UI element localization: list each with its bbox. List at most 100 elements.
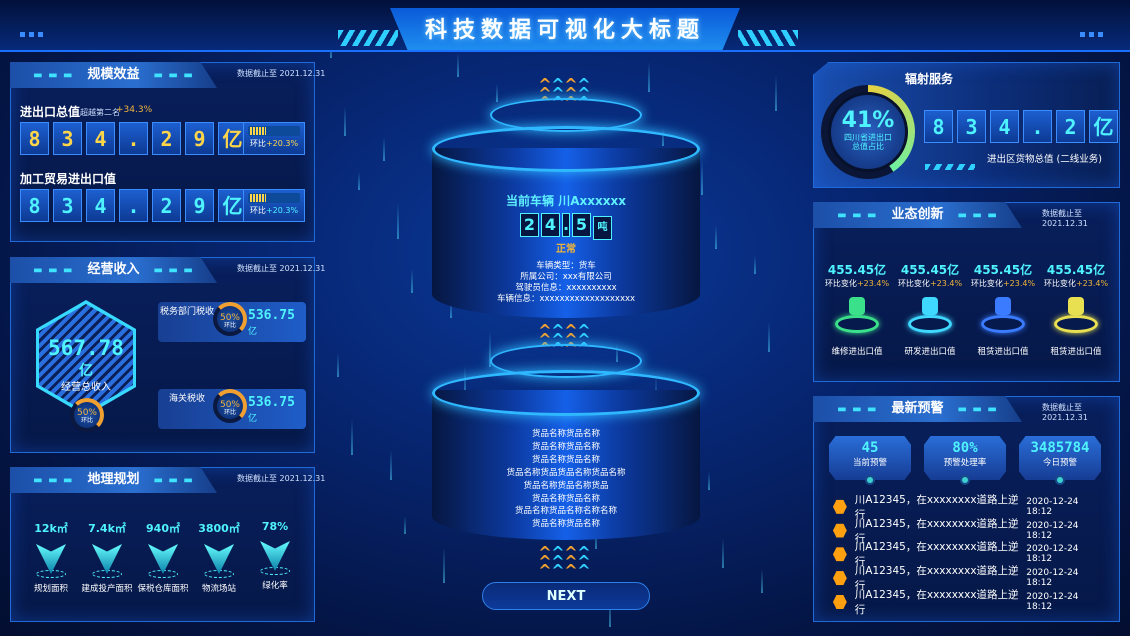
total-revenue-label: 经营总收入 (61, 382, 111, 393)
digit-cell: 9 (185, 189, 214, 222)
percent-gauge: 41%四川省进出口总值占比 (821, 85, 915, 179)
warning-hexagon-icon (833, 499, 847, 514)
dash-decoration: ▬ ▬ ▬ (957, 210, 998, 221)
innovation-name: 租赁进出口值 (977, 347, 1029, 357)
mom-badge: 环比+20.3% (243, 122, 305, 155)
digit-cell: 2 (152, 189, 181, 222)
goods-name: 货品名称货品名称 (531, 429, 600, 439)
chevron-up-icon: ^^^ (551, 543, 565, 580)
warning-hexagon-icon (833, 571, 847, 586)
shopping-bag-icon (1050, 295, 1102, 339)
alert-time: 2020-12-24 18:12 (1026, 496, 1079, 517)
icon-ring (908, 315, 952, 333)
mom-label: 环比 (249, 139, 266, 148)
wrench-icon (831, 295, 883, 339)
digit-cell: 4 (86, 189, 115, 222)
rain-streak (761, 569, 763, 593)
innovation-change: 环比变化+23.4% (894, 278, 966, 289)
lightbulb-icon (904, 295, 956, 339)
rain-streak (489, 331, 491, 367)
change-label: 环比变化 (1043, 279, 1076, 288)
geo-value: 78% (261, 520, 289, 533)
digit-cell: 8 (20, 122, 49, 155)
innovation-name: 研发进出口值 (904, 347, 956, 357)
arrow-marker-icon (36, 544, 66, 574)
weight-digit: 5 (572, 213, 591, 237)
alerts-panel-title: ▬ ▬ ▬最新预警▬ ▬ ▬ (813, 396, 1022, 422)
revenue-item-unit: 亿 (248, 414, 258, 424)
innovation-value: 455.45亿 (973, 263, 1033, 277)
rain-streak (450, 300, 452, 318)
stripe-decoration (738, 30, 798, 46)
cylinder-lower-ring (490, 344, 642, 378)
mom-progress-fill (250, 127, 266, 135)
rank-note: 超越第二名 (80, 108, 120, 117)
chevron-up-icon: ^^^ (577, 543, 591, 580)
weight-digit: 4 (541, 213, 560, 237)
mom-progress-bar (248, 193, 300, 203)
innovation-name: 租赁进出口值 (1050, 347, 1102, 357)
vehicle-info-line: 所属公司：xxx有限公司 (520, 272, 612, 282)
digit-cell: 4 (990, 110, 1019, 143)
chevron-up-icon: ^^^ (538, 543, 552, 580)
scale-panel-title: ▬ ▬ ▬规模效益▬ ▬ ▬ (10, 62, 217, 88)
percent-value: 41% (841, 108, 895, 133)
stat-indicator-dot (960, 475, 970, 485)
revenue-item-name: 海关税收 (168, 394, 205, 404)
innovation-change: 环比变化+23.4% (1040, 278, 1112, 289)
mom-label: 环比 (249, 206, 266, 215)
weight-digit: . (562, 213, 570, 237)
rain-streak (754, 256, 756, 274)
cylinder-upper-rim (432, 126, 700, 172)
revenue-panel-title: ▬ ▬ ▬经营收入▬ ▬ ▬ (10, 257, 217, 283)
warning-hexagon-icon (833, 594, 847, 609)
geo-panel-title: ▬ ▬ ▬地理规划▬ ▬ ▬ (10, 467, 217, 493)
digit-cell: 亿 (218, 122, 247, 155)
arrow-marker-icon (148, 544, 178, 574)
icon-glyph (995, 297, 1011, 315)
icon-glyph (922, 297, 938, 315)
rank-change: +34.3% (116, 105, 153, 115)
geo-item: 78% 绿化率 (247, 520, 303, 591)
digit-cell: 9 (185, 122, 214, 155)
goods-name: 货品名称货品名称 (531, 493, 600, 504)
innovation-change: 环比变化+23.4% (821, 278, 893, 289)
percent-label: 四川省进出口总值占比 (844, 133, 892, 151)
warning-hexagon-icon (833, 547, 847, 562)
geo-value: 940㎡ (146, 522, 180, 535)
revenue-item-value: 536.75 (248, 395, 295, 410)
alert-time: 2020-12-24 18:12 (1026, 568, 1079, 589)
data-date: 数据截止至 2021.12.31 (237, 474, 326, 483)
alert-stat-name: 预警处理率 (943, 458, 987, 468)
rain-streak (358, 172, 360, 190)
innovation-item: 455.45亿环比变化+23.4%租赁进出口值 (967, 261, 1039, 357)
geo-name: 建成投产面积 (81, 584, 133, 594)
rain-streak (648, 62, 650, 92)
alert-text: 川A12345，在xxxxxxxx道路上逆行 (854, 588, 1019, 616)
stripe-decoration (338, 30, 398, 46)
geo-name: 绿化率 (262, 581, 288, 591)
mom-value: +20.3% (265, 139, 299, 148)
change-label: 环比变化 (824, 279, 857, 288)
innovation-item: 455.45亿环比变化+23.4%研发进出口值 (894, 261, 966, 357)
alert-stat-value: 3485784 (1030, 440, 1090, 456)
next-button[interactable]: NEXT (482, 582, 650, 610)
digit-cell: 3 (53, 189, 82, 222)
total-mom-ring: 50%环比 (70, 398, 104, 432)
rain-streak (496, 84, 498, 102)
alert-text: 川A12345，在xxxxxxxx道路上逆行 (854, 541, 1019, 569)
dots-decoration (20, 22, 47, 41)
revenue-mom-ring: 50%环比 (213, 389, 247, 423)
